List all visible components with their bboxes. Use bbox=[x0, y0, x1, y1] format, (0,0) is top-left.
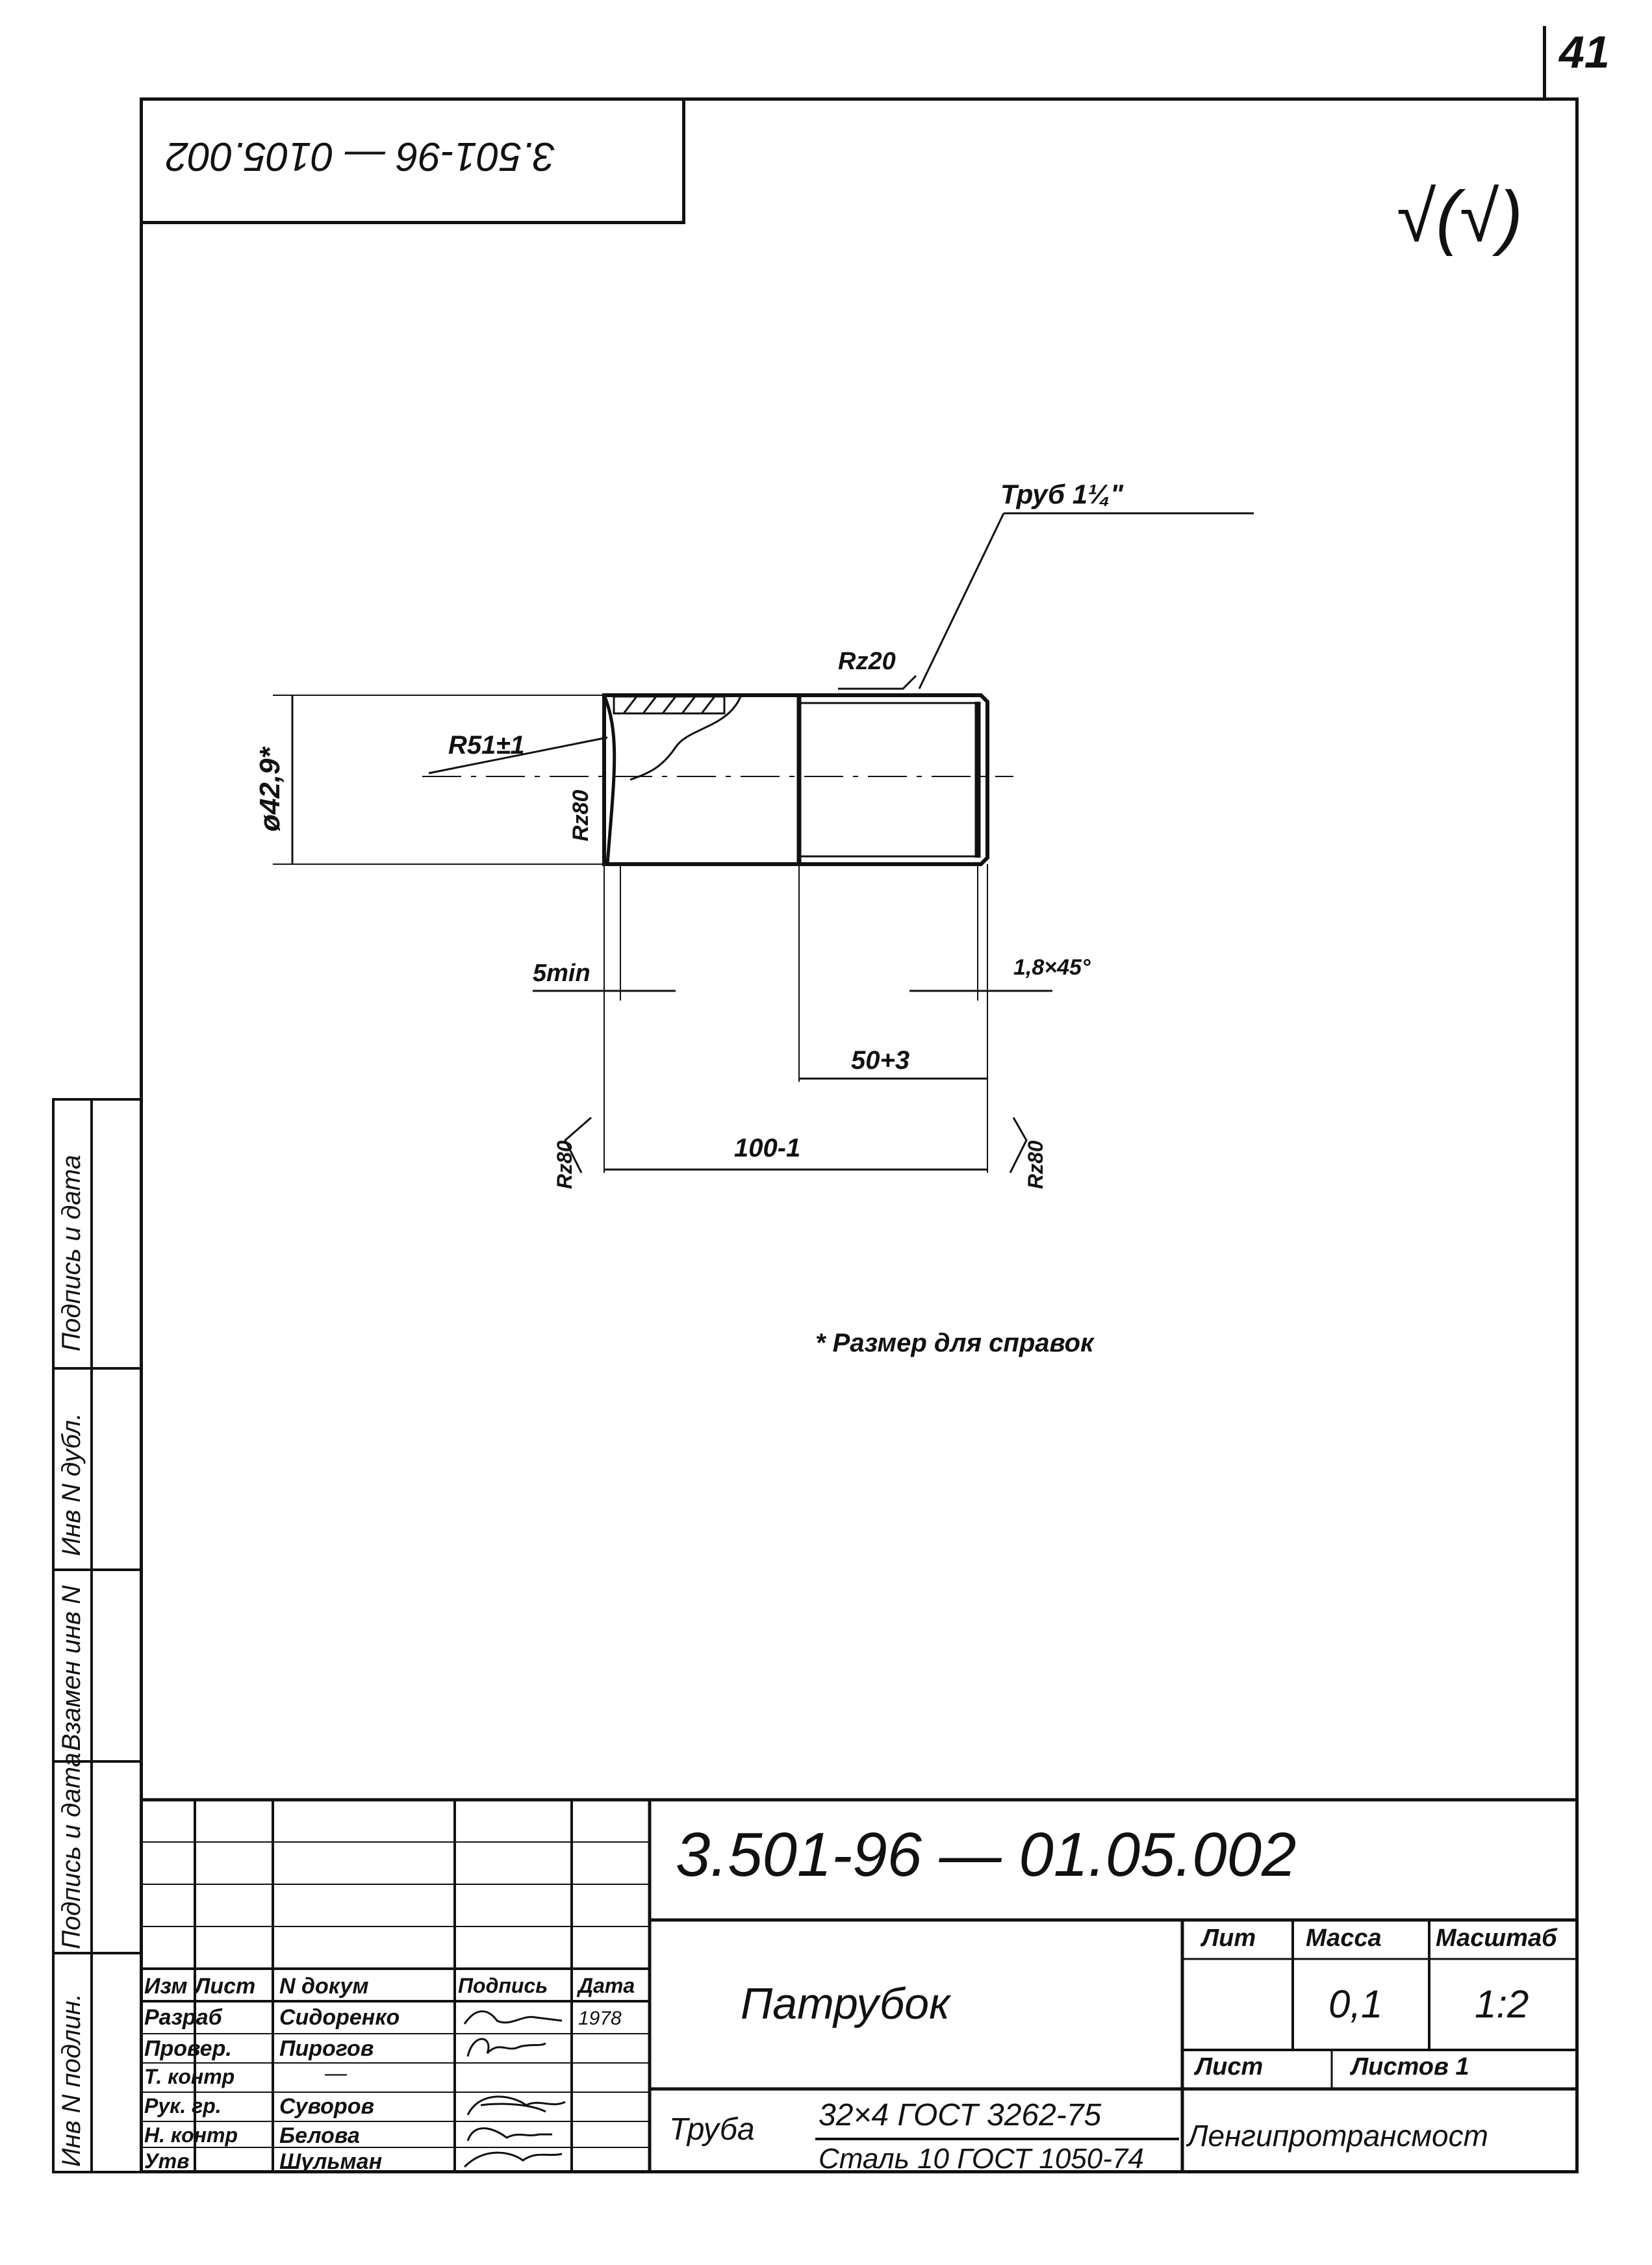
header-podpis: Подпись bbox=[458, 1974, 548, 1997]
mirrored-code-box: 3.501-96 — 0105.002 bbox=[140, 97, 685, 224]
role-4: Н. контр bbox=[144, 2123, 238, 2147]
page-number: 41 bbox=[1559, 27, 1610, 77]
organization: Ленгипротрансмост bbox=[1188, 2119, 1488, 2153]
signature-sidorenko bbox=[463, 2010, 563, 2025]
signature-belova bbox=[466, 2127, 552, 2142]
role-name-3: Суворов bbox=[279, 2094, 374, 2119]
dim-5: 5min bbox=[533, 960, 591, 987]
lit-label: Лит bbox=[1202, 1925, 1256, 1952]
material-top: 32×4 ГОСТ 3262-75 bbox=[819, 2098, 1102, 2132]
role-3: Рук. гр. bbox=[144, 2094, 222, 2118]
roughness-inner: Rz80 bbox=[568, 790, 593, 841]
pipe-callout: Труб 1¼" bbox=[1000, 479, 1124, 509]
chamfer-label: 1,8×45° bbox=[1013, 955, 1091, 980]
radius-label: R51±1 bbox=[448, 731, 525, 760]
role-date-0: 1978 bbox=[578, 2008, 622, 2029]
scale-label: Масштаб bbox=[1436, 1925, 1557, 1952]
mass-value: 0,1 bbox=[1328, 1982, 1383, 2026]
sheet-label: Лист bbox=[1195, 2053, 1264, 2080]
roughness-left: Rz80 bbox=[553, 1140, 576, 1189]
reference-note: * Размер для справок bbox=[815, 1329, 1095, 1357]
header-izm: Изм bbox=[144, 1974, 188, 1999]
title-block-name: Патрубок bbox=[741, 1979, 950, 2028]
mass-label: Масса bbox=[1306, 1925, 1382, 1952]
scale-value: 1:2 bbox=[1475, 1982, 1529, 2026]
signature-shulman bbox=[463, 2151, 563, 2168]
diameter-label: ø42,9* bbox=[254, 746, 286, 832]
dim-50: 50+3 bbox=[851, 1046, 909, 1075]
role-name-4: Белова bbox=[279, 2123, 360, 2148]
header-list: Лист bbox=[195, 1974, 256, 1999]
signature-pirogov bbox=[466, 2038, 546, 2057]
title-block-code: 3.501-96 — 01.05.002 bbox=[676, 1820, 1297, 1889]
material-prefix: Труба bbox=[669, 2112, 755, 2147]
role-name-2: — bbox=[325, 2061, 347, 2086]
roughness-mark: √(√) bbox=[1397, 177, 1523, 257]
role-name-0: Сидоренко bbox=[279, 2005, 400, 2030]
dim-100: 100-1 bbox=[734, 1134, 800, 1162]
role-0: Разраб bbox=[144, 2005, 222, 2030]
sheets-label: Листов 1 bbox=[1351, 2053, 1469, 2080]
role-2: Т. контр bbox=[144, 2065, 235, 2088]
side-strip bbox=[52, 1098, 142, 2173]
header-data: Дата bbox=[578, 1974, 635, 1997]
role-name-1: Пирогов bbox=[279, 2036, 374, 2061]
header-ndokum: N докум bbox=[279, 1974, 369, 1999]
signature-suvorov bbox=[466, 2095, 566, 2116]
role-name-5: Шульман bbox=[279, 2149, 383, 2174]
roughness-top: Rz20 bbox=[838, 648, 896, 675]
drawing-frame bbox=[140, 97, 1579, 2173]
roughness-right: Rz80 bbox=[1024, 1140, 1047, 1189]
role-1: Провер. bbox=[144, 2036, 232, 2061]
role-5: Утв bbox=[144, 2149, 190, 2173]
material-bottom: Сталь 10 ГОСТ 1050-74 bbox=[819, 2143, 1144, 2175]
material-divider bbox=[815, 2138, 1179, 2140]
page-number-divider bbox=[1543, 26, 1546, 97]
